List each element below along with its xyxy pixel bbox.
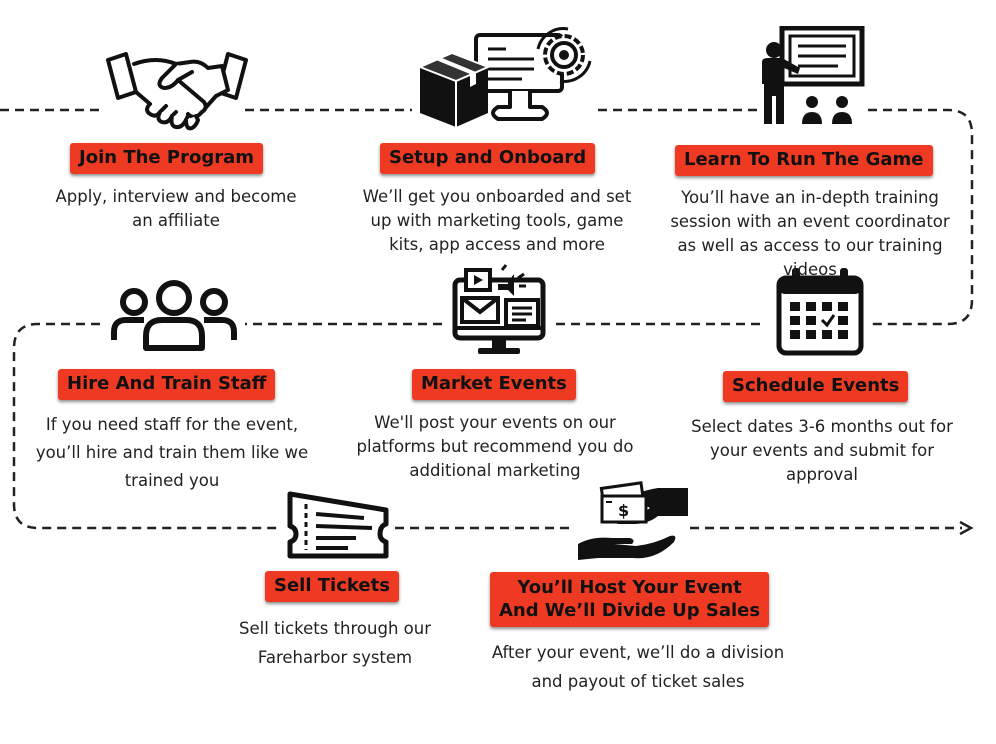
calendar-icon <box>776 268 864 356</box>
step-description-hire-and-train-staff: If you need staff for the event, you’ll … <box>35 415 309 490</box>
step-title-hire-and-train-staff: Hire And Train Staff <box>58 369 276 400</box>
step-title-sell-tickets: Sell Tickets <box>265 571 399 602</box>
svg-text:$: $ <box>618 501 629 520</box>
step-title-market-events: Market Events <box>412 369 576 400</box>
onboarding-box-monitor-icon <box>418 27 592 127</box>
digital-marketing-monitor-icon <box>452 264 546 354</box>
money-hands-icon: $ <box>578 481 688 560</box>
connector-row2-turn <box>12 322 278 530</box>
step-description-setup-and-onboard: We’ll get you onboarded and set up with … <box>362 187 632 254</box>
step-description-schedule-events: Select dates 3-6 months out for your eve… <box>691 417 953 484</box>
connector-row1-turn <box>868 108 974 326</box>
step-title-host-line1: You’ll Host Your Event <box>517 577 742 598</box>
training-presentation-icon <box>762 26 865 124</box>
step-description-sell-tickets: Sell tickets through our Fareharbor syst… <box>238 619 431 667</box>
step-description-host-your-event: After your event, we’ll do a division an… <box>491 643 785 691</box>
step-description-learn-to-run-the-game: You’ll have an in-depth training session… <box>670 188 950 279</box>
step-description-market-events: We'll post your events on our platforms … <box>356 413 634 480</box>
step-title-host-your-event: You’ll Host Your Event And We’ll Divide … <box>490 572 770 627</box>
step-title-learn-to-run-the-game: Learn To Run The Game <box>675 145 933 176</box>
team-people-icon <box>111 280 237 351</box>
step-title-schedule-events: Schedule Events <box>723 371 909 402</box>
step-title-host-line2: And We’ll Divide Up Sales <box>499 600 761 621</box>
ticket-icon <box>287 491 389 559</box>
step-title-setup-and-onboard: Setup and Onboard <box>380 143 596 174</box>
step-description-join-the-program: Apply, interview and become an affiliate <box>55 187 297 230</box>
handshake-icon <box>106 52 248 131</box>
step-title-join-the-program: Join The Program <box>70 143 263 174</box>
connector-arrowhead <box>959 520 974 536</box>
